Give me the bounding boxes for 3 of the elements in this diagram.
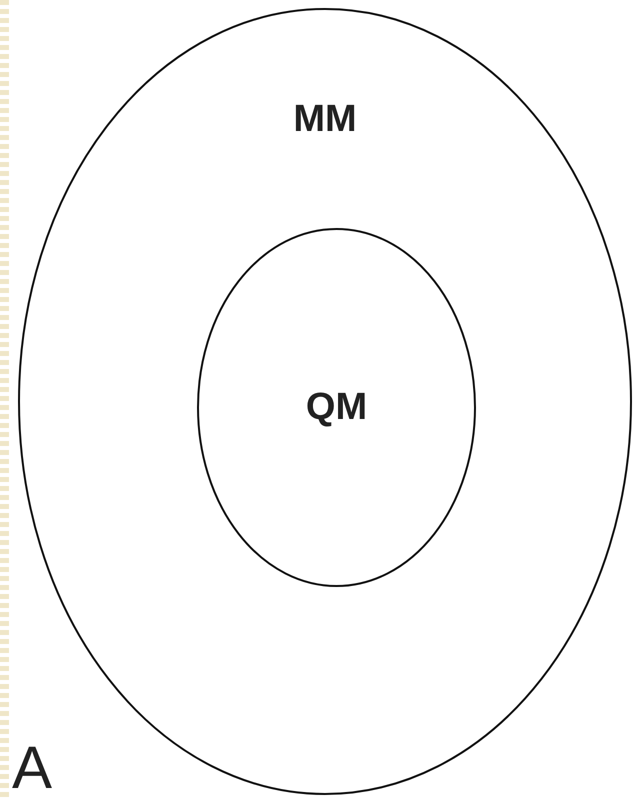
set-label: QM (306, 386, 368, 428)
panel-letter: A (12, 738, 52, 798)
set-label: MM (293, 98, 357, 140)
